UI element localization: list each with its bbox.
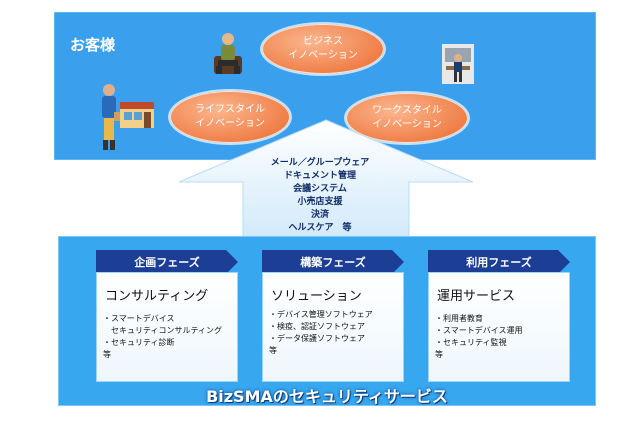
card-heading: 運用サービス (437, 289, 516, 304)
phase-tab-label: 利用フェーズ (466, 256, 532, 269)
bubble-line2: イノベーション (195, 118, 265, 129)
chevron-tab-shape (262, 250, 404, 274)
shopper-man-icon (102, 84, 121, 150)
chevron-tab-shape (96, 250, 238, 274)
seated-businessman-icon (214, 33, 242, 74)
card-item-list: ・利用者教育 ・スマートデバイス運用 ・セキュリティ監視 等 (435, 313, 523, 361)
card-item: ・検疫、認証ソフトウェア (269, 322, 365, 331)
use-case-item: ドキュメント管理 (283, 171, 356, 181)
bubble-line2: イノベーション (288, 50, 358, 61)
lifestyle-innovation-bubble: ライフスタイル イノベーション (170, 91, 290, 143)
card-heading: コンサルティング (105, 289, 209, 304)
card-heading: ソリューション (271, 289, 362, 304)
use-case-item: 小売店支援 (297, 197, 343, 207)
card-item: ・デバイス管理ソフトウェア (269, 310, 373, 319)
office-worker-icon (442, 44, 474, 84)
operation-phase-tab: 利用フェーズ (428, 250, 570, 274)
card-item-list: ・スマートデバイス セキュリティコンサルティング ・セキュリティ診断 等 (103, 313, 222, 361)
services-title: BizSMAのセキュリティサービス (206, 387, 448, 406)
workstyle-innovation-bubble: ワークスタイル イノベーション (346, 93, 468, 143)
use-case-item: 決済 (310, 210, 329, 220)
use-case-item: ヘルスケア 等 (288, 223, 352, 233)
card-item: 等 (435, 350, 443, 359)
planning-phase-tab: 企画フェーズ (96, 250, 238, 274)
customer-title: お客様 (70, 36, 116, 54)
card-item: 等 (269, 346, 277, 355)
bubble-line1: ワークスタイル (372, 105, 442, 116)
chevron-tab-shape (428, 250, 570, 274)
card-item-list: ・デバイス管理ソフトウェア ・検疫、認証ソフトウェア ・データ保護ソフトウェア … (269, 309, 373, 357)
storefront-icon (120, 102, 154, 128)
bubble-line1: ビジネス (303, 36, 343, 47)
business-innovation-bubble: ビジネス イノベーション (262, 24, 384, 74)
card-item: セキュリティコンサルティング (103, 326, 223, 335)
phase-tab-label: 構築フェーズ (300, 256, 366, 269)
bubble-line1: ライフスタイル (195, 104, 265, 115)
consulting-card: コンサルティング ・スマートデバイス セキュリティコンサルティング ・セキュリテ… (96, 272, 238, 382)
bubble-line2: イノベーション (372, 119, 442, 130)
use-case-item: メール／グループウェア (270, 158, 370, 168)
solution-card: ソリューション ・デバイス管理ソフトウェア ・検疫、認証ソフトウェア ・データ保… (262, 272, 404, 382)
card-item: 等 (103, 350, 111, 359)
card-item: ・セキュリティ監視 (435, 338, 507, 347)
card-item: ・データ保護ソフトウェア (269, 334, 365, 343)
operation-service-card: 運用サービス ・利用者教育 ・スマートデバイス運用 ・セキュリティ監視 等 (428, 272, 570, 382)
card-item: ・スマートデバイス (103, 314, 175, 323)
card-item: ・利用者教育 (435, 314, 483, 323)
card-item: ・セキュリティ診断 (103, 338, 175, 347)
use-case-item: 会議システム (293, 184, 347, 194)
use-case-list: メール／グループウェア ドキュメント管理 会議システム 小売店支援 決済 ヘルス… (240, 157, 400, 235)
phase-tab-label: 企画フェーズ (134, 256, 200, 269)
build-phase-tab: 構築フェーズ (262, 250, 404, 274)
card-item: ・スマートデバイス運用 (435, 326, 523, 335)
